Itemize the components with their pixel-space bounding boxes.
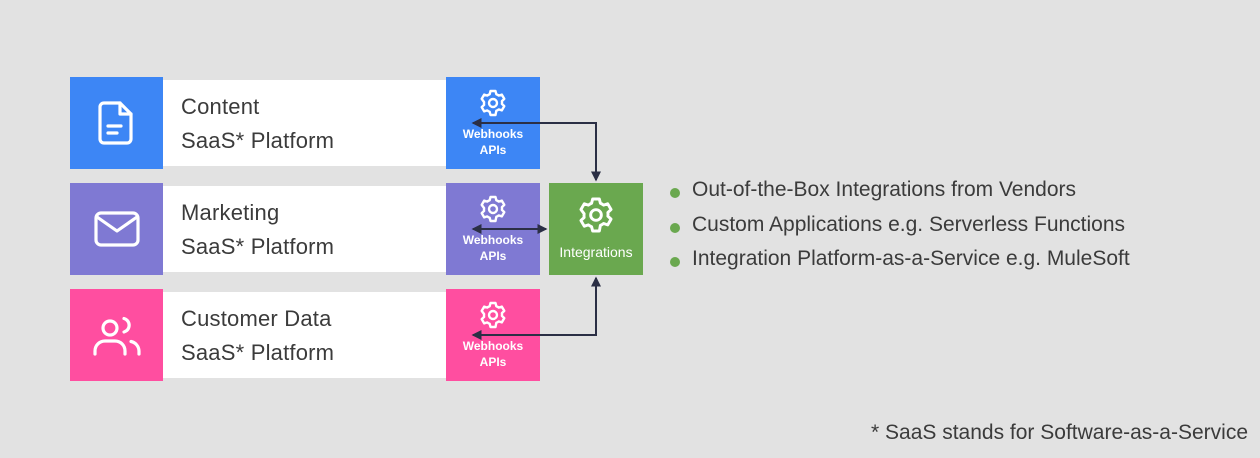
- integration-options-list: Out-of-the-Box Integrations from Vendors…: [668, 178, 1130, 282]
- bullet-dot: [670, 222, 680, 233]
- platform-marketing: Marketing SaaS* Platform Webhooks APIs: [70, 183, 540, 275]
- platform-content-name: Content: [181, 94, 260, 119]
- platform-customer-data-icon-cell: [70, 289, 163, 381]
- list-item-text: Integration Platform-as-a-Service e.g. M…: [692, 247, 1130, 270]
- platform-content-icon-cell: [70, 77, 163, 169]
- users-icon: [92, 316, 141, 356]
- platform-marketing-label: Marketing SaaS* Platform: [163, 186, 446, 272]
- platform-customer-data-label: Customer Data SaaS* Platform: [163, 292, 446, 378]
- gear-icon: [480, 195, 506, 223]
- bullet-dot: [670, 188, 680, 198]
- platform-customer-data-type: SaaS* Platform: [181, 340, 335, 365]
- connector-customer-data-integrations: [471, 276, 601, 340]
- webhooks-label: Webhooks: [462, 339, 524, 353]
- list-item: Integration Platform-as-a-Service e.g. M…: [668, 247, 1130, 282]
- platform-customer-data-name: Customer Data: [181, 306, 332, 331]
- platform-marketing-api: Webhooks APIs: [446, 183, 540, 275]
- list-item: Out-of-the-Box Integrations from Vendors: [668, 178, 1130, 213]
- platform-customer-data: Customer Data SaaS* Platform Webhooks AP…: [70, 289, 540, 381]
- gear-icon: [579, 197, 613, 233]
- envelope-icon: [93, 211, 140, 247]
- apis-label: APIs: [479, 355, 507, 369]
- footnote: * SaaS stands for Software-as-a-Service: [871, 421, 1248, 444]
- list-item-text: Out-of-the-Box Integrations from Vendors: [692, 178, 1077, 201]
- webhooks-label: Webhooks: [462, 233, 524, 247]
- list-item: Custom Applications e.g. Serverless Func…: [668, 213, 1130, 248]
- platform-content-type: SaaS* Platform: [181, 128, 335, 153]
- list-item-text: Custom Applications e.g. Serverless Func…: [692, 212, 1126, 236]
- platform-content-label: Content SaaS* Platform: [163, 80, 446, 166]
- connector-content-integrations: [471, 118, 601, 182]
- apis-label: APIs: [479, 249, 507, 263]
- integrations-label: Integrations: [559, 244, 633, 260]
- document-icon: [97, 101, 133, 145]
- gear-icon: [480, 89, 506, 117]
- platform-marketing-name: Marketing: [181, 200, 280, 225]
- platform-marketing-type: SaaS* Platform: [181, 234, 335, 259]
- platform-marketing-icon-cell: [70, 183, 163, 275]
- integrations-hub: Integrations: [549, 183, 643, 275]
- bullet-dot: [670, 257, 680, 267]
